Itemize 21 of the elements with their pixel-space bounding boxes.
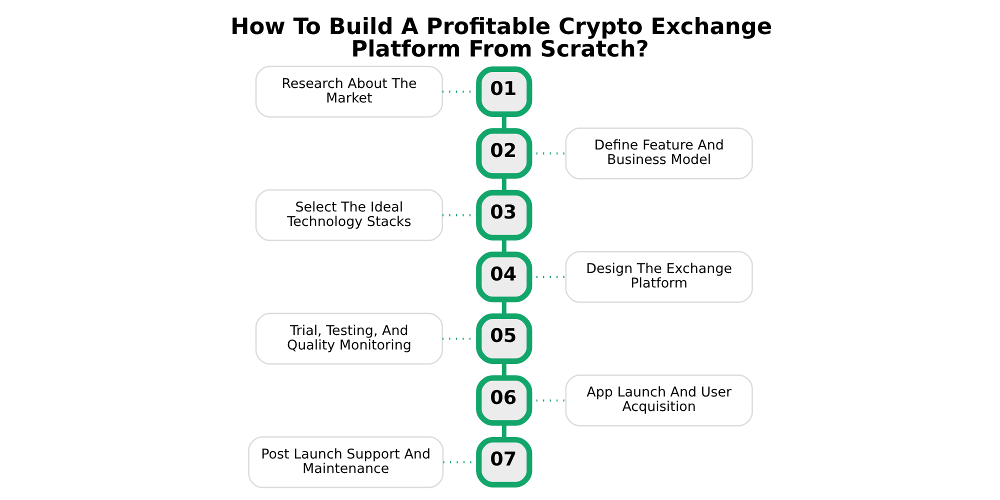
node-box: Trial, Testing, And Quality Monitoring bbox=[254, 312, 443, 365]
node-box: App Launch And User Acquisition bbox=[564, 374, 752, 426]
node-box: Define Feature And Business Model bbox=[564, 128, 752, 180]
node-box: Design The Exchange Platform bbox=[564, 251, 752, 303]
node-box: Post Launch Support And Maintenance bbox=[248, 436, 444, 488]
connector bbox=[501, 238, 506, 254]
connector bbox=[501, 361, 506, 378]
node-box: 01 bbox=[476, 66, 532, 117]
connector bbox=[501, 176, 506, 192]
diagram-title: How To Build A Profitable Crypto Exchange Platform From Scratch? bbox=[230, 14, 772, 62]
node-box: 07 bbox=[476, 436, 532, 488]
node-box: 04 bbox=[476, 252, 532, 302]
connector bbox=[501, 300, 506, 316]
node-box: 05 bbox=[476, 313, 532, 364]
node-box: Select The Ideal Technology Stacks bbox=[254, 189, 443, 242]
node-box: 06 bbox=[476, 375, 532, 426]
node-box: 03 bbox=[476, 190, 532, 240]
connector bbox=[501, 114, 506, 131]
connector bbox=[501, 423, 506, 440]
node-box: 02 bbox=[476, 128, 532, 179]
node-box: Research About The Market bbox=[254, 66, 443, 118]
